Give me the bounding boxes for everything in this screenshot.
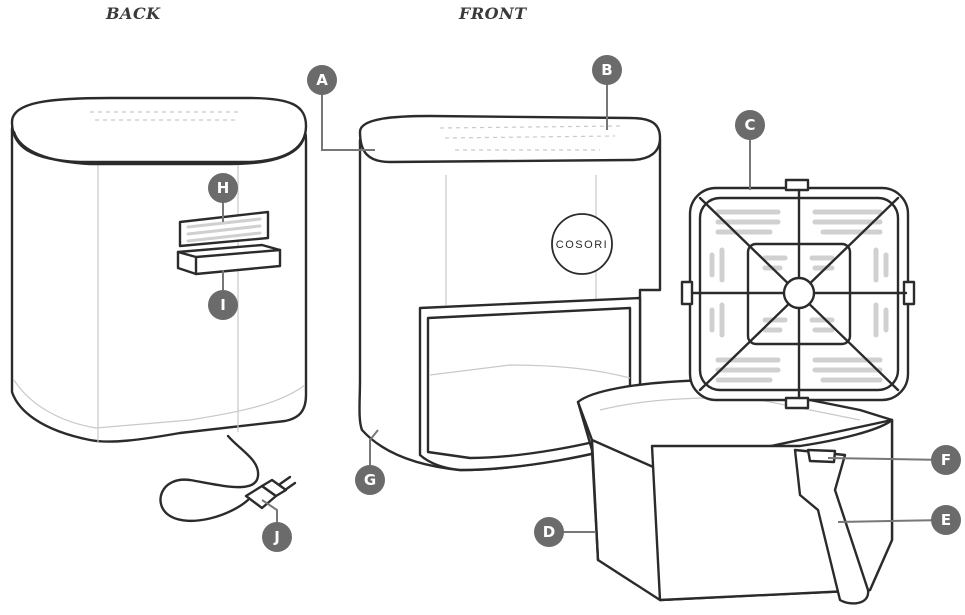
callout-d: D [534, 517, 564, 547]
callout-i: I [208, 290, 238, 320]
svg-text:F: F [941, 451, 951, 469]
exhaust-vent [176, 210, 282, 276]
svg-text:I: I [220, 296, 226, 314]
back-view-heading: BACK [106, 4, 161, 23]
cosori-logo: COSORI [551, 213, 613, 275]
callout-j: J [262, 522, 292, 552]
svg-text:E: E [941, 511, 951, 529]
svg-text:C: C [744, 116, 755, 134]
basket [576, 378, 894, 605]
back-air-fryer [10, 96, 308, 523]
svg-text:D: D [543, 523, 555, 541]
crisper-plate [680, 178, 916, 410]
svg-text:H: H [217, 179, 230, 197]
svg-text:G: G [364, 471, 376, 489]
callout-a: A [307, 65, 337, 95]
front-view-heading: FRONT [459, 4, 527, 23]
callout-h: H [208, 173, 238, 203]
svg-text:A: A [316, 71, 328, 89]
power-cord [159, 434, 297, 523]
callout-c: C [735, 110, 765, 140]
callout-g: G [355, 465, 385, 495]
svg-text:B: B [601, 61, 612, 79]
leader-lines [222, 70, 947, 537]
callout-b: B [592, 55, 622, 85]
brand-label: COSORI [556, 239, 608, 251]
svg-text:J: J [273, 528, 280, 546]
callout-f: F [931, 445, 961, 475]
callout-e: E [931, 505, 961, 535]
basket-handle [793, 448, 870, 605]
